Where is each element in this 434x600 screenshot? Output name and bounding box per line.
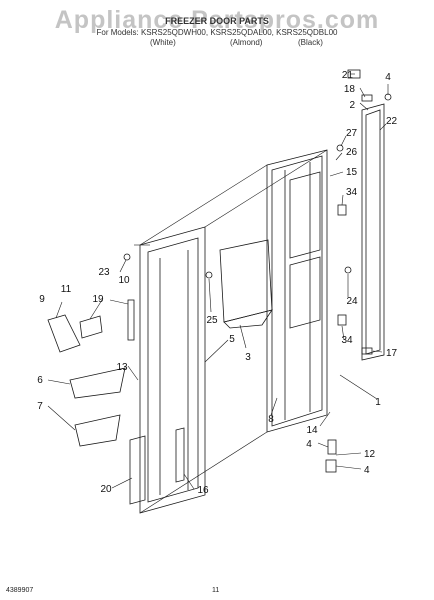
callout-18: 18 bbox=[344, 84, 356, 95]
color-white: (White) bbox=[150, 38, 176, 47]
diagram-title: FREEZER DOOR PARTS bbox=[165, 16, 269, 26]
callout-12: 12 bbox=[364, 449, 376, 460]
callout-22: 22 bbox=[386, 116, 398, 127]
hinge-pin bbox=[327, 439, 337, 455]
door-liner bbox=[139, 226, 206, 514]
screw-24 bbox=[344, 266, 352, 274]
clip-upper bbox=[337, 204, 347, 216]
leader-lines bbox=[47, 73, 389, 514]
callout-2: 2 bbox=[349, 100, 355, 111]
callout-17: 17 bbox=[386, 348, 398, 359]
callout-4-top: 4 bbox=[385, 72, 391, 83]
watermark-text: Appliance Partspros.com bbox=[54, 6, 380, 34]
callout-27: 27 bbox=[346, 128, 358, 139]
callout-14: 14 bbox=[306, 425, 318, 436]
bar-strip bbox=[129, 435, 146, 505]
color-almond: (Almond) bbox=[230, 38, 263, 47]
door-bin-upper bbox=[69, 367, 126, 399]
callout-16: 16 bbox=[197, 485, 209, 496]
model-list: For Models: KSRS25QDWH00, KSRS25QDAL00, … bbox=[96, 28, 338, 37]
callout-10: 10 bbox=[118, 275, 130, 286]
callout-13: 13 bbox=[116, 362, 128, 373]
side-strip bbox=[175, 427, 185, 483]
callout-24: 24 bbox=[346, 296, 358, 307]
callout-20: 20 bbox=[100, 484, 112, 495]
door-bin-lower bbox=[74, 414, 121, 447]
callout-23: 23 bbox=[98, 267, 110, 278]
callout-4-mid: 4 bbox=[306, 439, 312, 450]
callout-3: 3 bbox=[245, 352, 251, 363]
screw-25 bbox=[205, 271, 213, 279]
callout-34-upper: 34 bbox=[346, 187, 358, 198]
door-gasket bbox=[361, 103, 385, 361]
screw-27 bbox=[336, 144, 344, 152]
callout-1: 1 bbox=[375, 397, 381, 408]
filler-strip bbox=[127, 299, 135, 341]
document-number: 4389907 bbox=[6, 587, 34, 594]
bracket bbox=[79, 315, 103, 339]
hinge-block bbox=[347, 69, 361, 79]
callout-8: 8 bbox=[268, 414, 274, 425]
callout-21: 21 bbox=[342, 70, 354, 81]
callout-7: 7 bbox=[37, 401, 43, 412]
door-outer-panel bbox=[266, 149, 328, 433]
hinge-cap bbox=[361, 94, 373, 102]
screw-23 bbox=[123, 253, 131, 261]
callout-25: 25 bbox=[206, 315, 218, 326]
callout-34-lower: 34 bbox=[341, 335, 353, 346]
callout-15: 15 bbox=[346, 167, 358, 178]
clip-lower bbox=[337, 314, 347, 326]
page-number: 11 bbox=[212, 587, 220, 594]
color-black: (Black) bbox=[298, 38, 323, 47]
callout-11: 11 bbox=[61, 284, 72, 295]
stop-17 bbox=[361, 347, 373, 355]
hinge-bracket bbox=[325, 459, 337, 473]
callout-5: 5 bbox=[229, 334, 235, 345]
callout-9: 9 bbox=[39, 294, 45, 305]
callout-4-bottom: 4 bbox=[364, 465, 370, 476]
callout-26: 26 bbox=[346, 147, 358, 158]
dispenser-housing bbox=[219, 239, 273, 329]
callout-19: 19 bbox=[92, 294, 104, 305]
callout-6: 6 bbox=[37, 375, 43, 386]
trim-piece bbox=[47, 314, 81, 353]
